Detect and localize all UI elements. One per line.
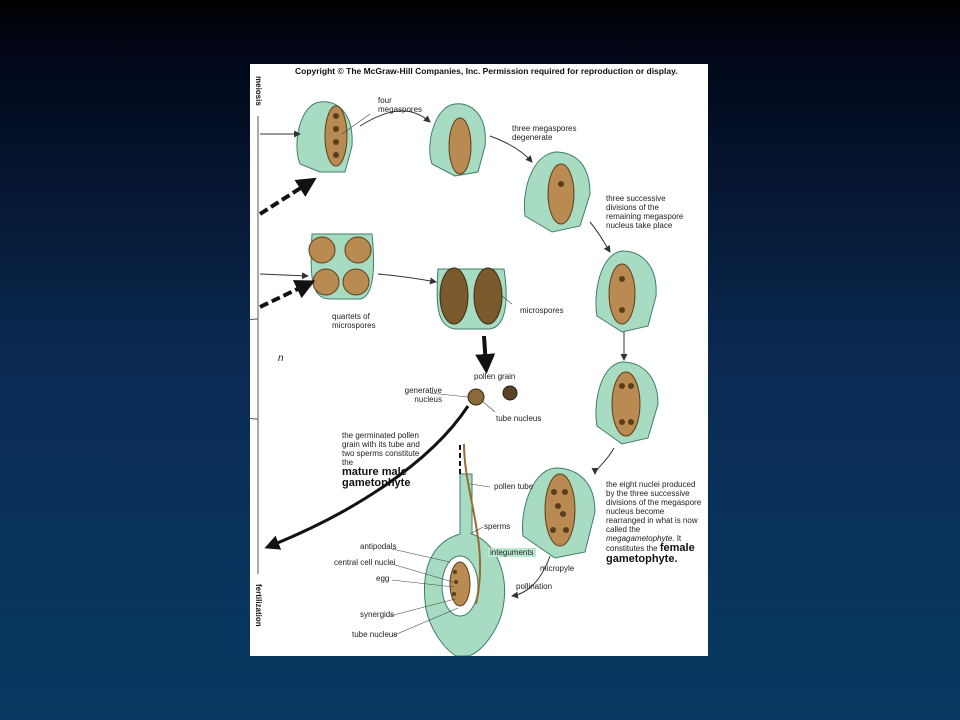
quartets-label: quartets of microspores xyxy=(332,312,376,330)
flow-arrows xyxy=(259,110,628,599)
microspores-label: microspores xyxy=(520,306,564,315)
microspore-quartet-right xyxy=(436,267,507,330)
haploid-n-label: n xyxy=(278,353,284,364)
eight-nuclei-text: the eight nuclei produced by the three s… xyxy=(606,480,704,565)
generative-nucleus-label: generative nucleus xyxy=(404,386,442,404)
female-gametophyte: female gametophyte. xyxy=(606,542,695,565)
central-cell-nuclei-label: central cell nuclei xyxy=(334,558,396,567)
pollen-tube-label: pollen tube xyxy=(494,482,534,491)
ovule-four-megaspores xyxy=(296,101,353,173)
mature-male-gametophyte: mature male gametophyte xyxy=(342,466,411,489)
ovule-two-nuclei xyxy=(595,250,657,333)
pollen-grain xyxy=(467,388,485,406)
megagametophyte-term: megagametophyte xyxy=(606,534,673,543)
pollination-label: pollination xyxy=(516,582,553,591)
meiosis-label: meiosis xyxy=(254,76,263,106)
ovule-eight-nuclei xyxy=(521,467,596,559)
germinated-pollen-text: the germinated pollen grain with its tub… xyxy=(342,431,430,489)
four-megaspores-label: four megaspores xyxy=(378,96,423,114)
megaspores-degenerate-label: three megaspores degenerate xyxy=(512,124,577,142)
haploid-arc xyxy=(250,318,259,420)
microspore-quartet-left xyxy=(308,233,375,300)
ovule-megaspores-degenerate xyxy=(429,103,486,177)
constitutes-text: . It constitutes the xyxy=(606,534,682,553)
egg-label: egg xyxy=(376,574,390,583)
copyright-notice: Copyright © The McGraw-Hill Companies, I… xyxy=(295,66,678,76)
eight-nuclei-body: the eight nuclei produced by the three s… xyxy=(606,480,702,534)
micropyle-label: micropyle xyxy=(540,564,575,573)
ovule-single-megaspore xyxy=(523,151,591,233)
germinated-text: the germinated pollen grain with its tub… xyxy=(342,431,420,467)
tube-nucleus-label-bottom: tube nucleus xyxy=(352,630,398,639)
bold-arrows xyxy=(258,177,496,550)
antipodals-label: antipodals xyxy=(360,542,397,551)
figure-panel: Copyright © The McGraw-Hill Companies, I… xyxy=(250,64,708,656)
integuments-label: integuments xyxy=(488,548,536,557)
ovule-four-nuclei xyxy=(595,361,659,445)
fertilization-label: fertilization xyxy=(254,584,263,627)
pistil-with-pollen-tube xyxy=(424,443,506,656)
life-cycle-diagram xyxy=(250,101,659,656)
tube-nucleus-label-top: tube nucleus xyxy=(496,414,542,423)
pollen-grain-dark xyxy=(502,385,518,401)
sperms-label: sperms xyxy=(484,522,511,531)
pollen-grain-label: pollen grain xyxy=(474,372,516,381)
synergids-label: synergids xyxy=(360,610,395,619)
three-divisions-label: three successive divisions of the remain… xyxy=(606,194,684,230)
